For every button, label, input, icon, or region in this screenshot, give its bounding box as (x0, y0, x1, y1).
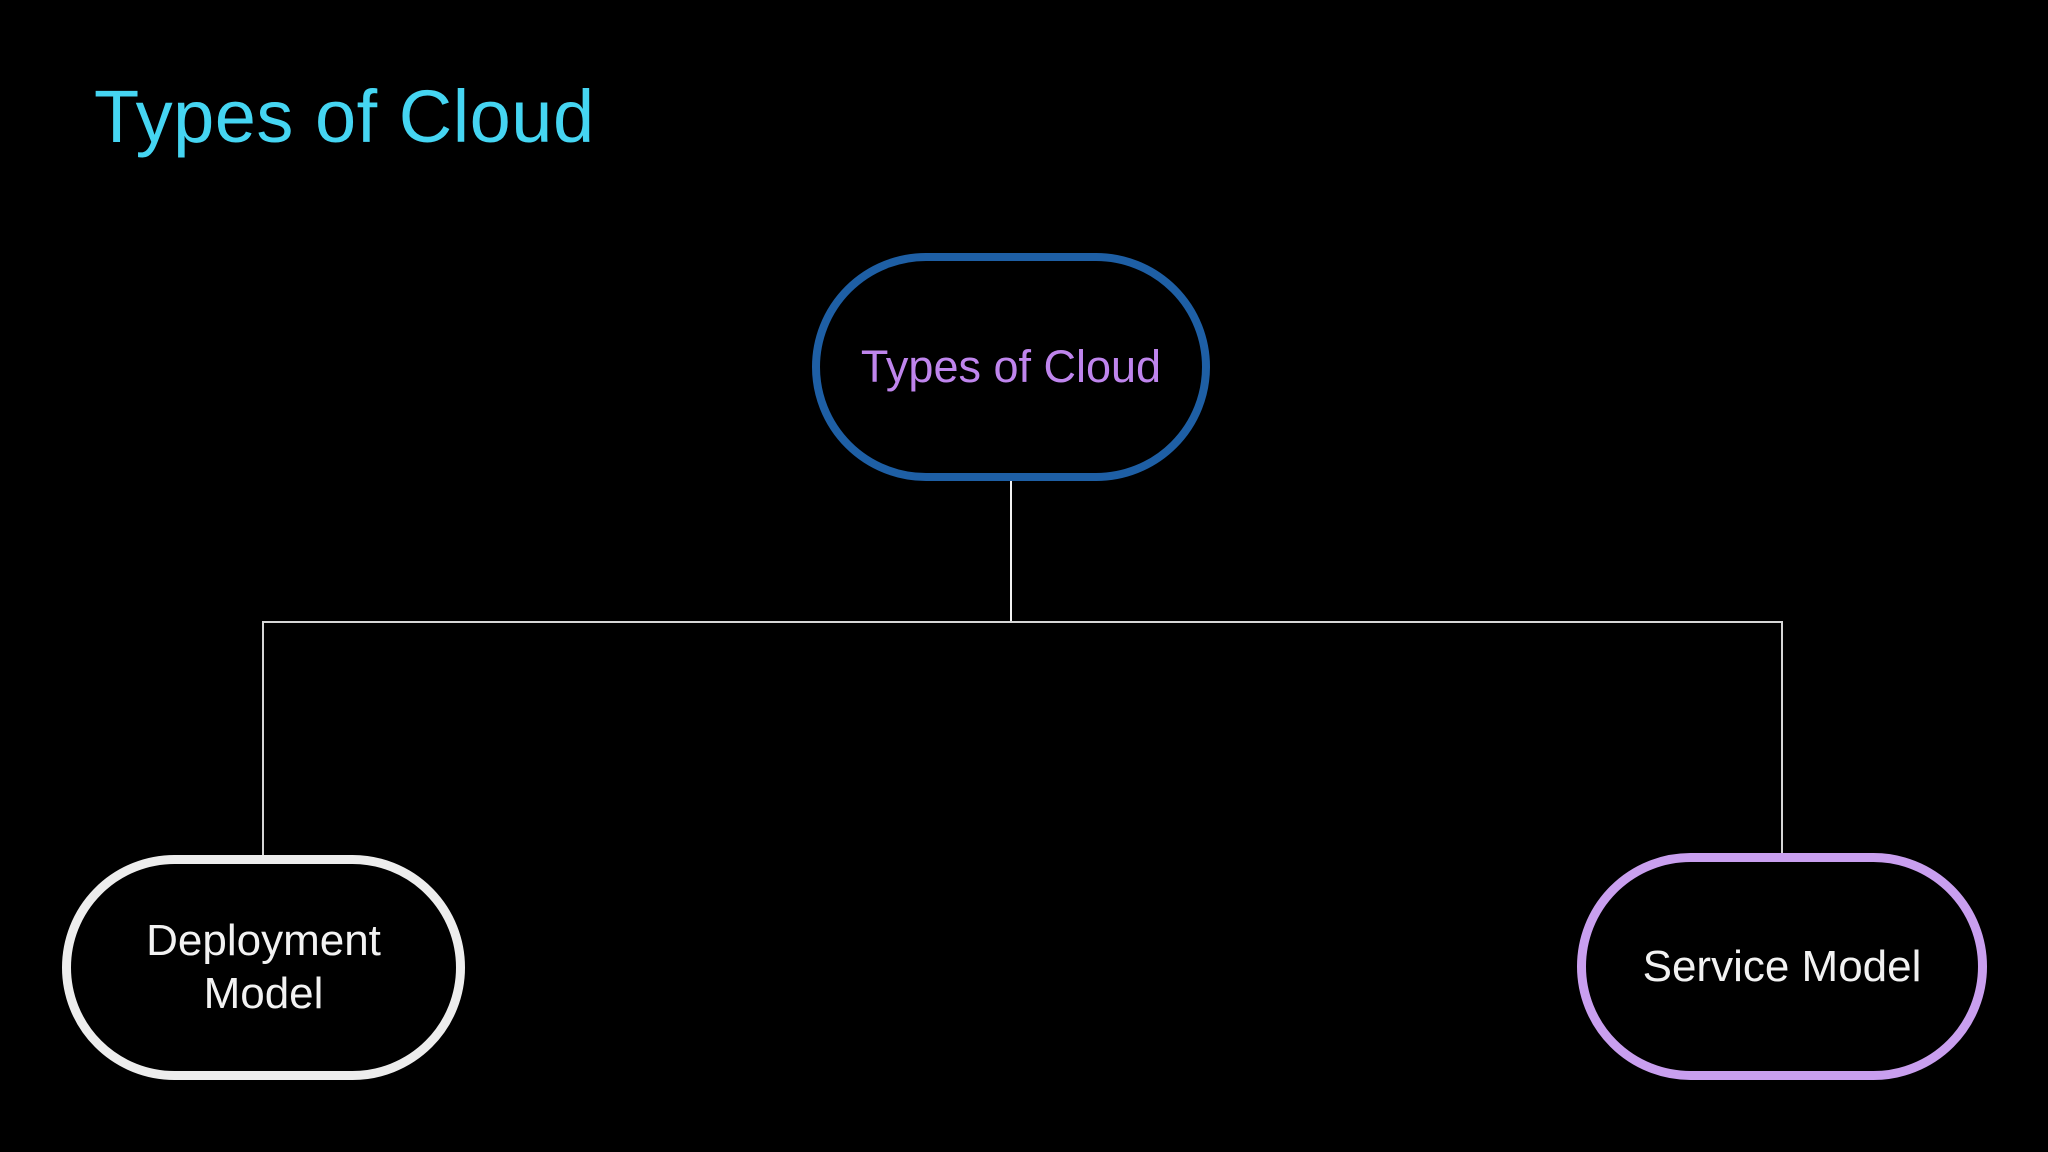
connector-service-stem (1781, 621, 1783, 855)
connector-root-stem (1010, 481, 1012, 622)
diagram-node-service-model: Service Model (1577, 853, 1987, 1080)
slide-title: Types of Cloud (94, 75, 595, 158)
diagram-node-deployment-model: Deployment Model (62, 855, 465, 1080)
connector-deployment-stem (262, 621, 264, 856)
node-label-types-of-cloud: Types of Cloud (860, 341, 1162, 392)
diagram-node-types-of-cloud: Types of Cloud (812, 253, 1210, 481)
node-label-deployment-model: Deployment Model (146, 915, 381, 1018)
connector-horizontal-bar (262, 621, 1782, 623)
node-label-service-model: Service Model (1642, 941, 1922, 991)
